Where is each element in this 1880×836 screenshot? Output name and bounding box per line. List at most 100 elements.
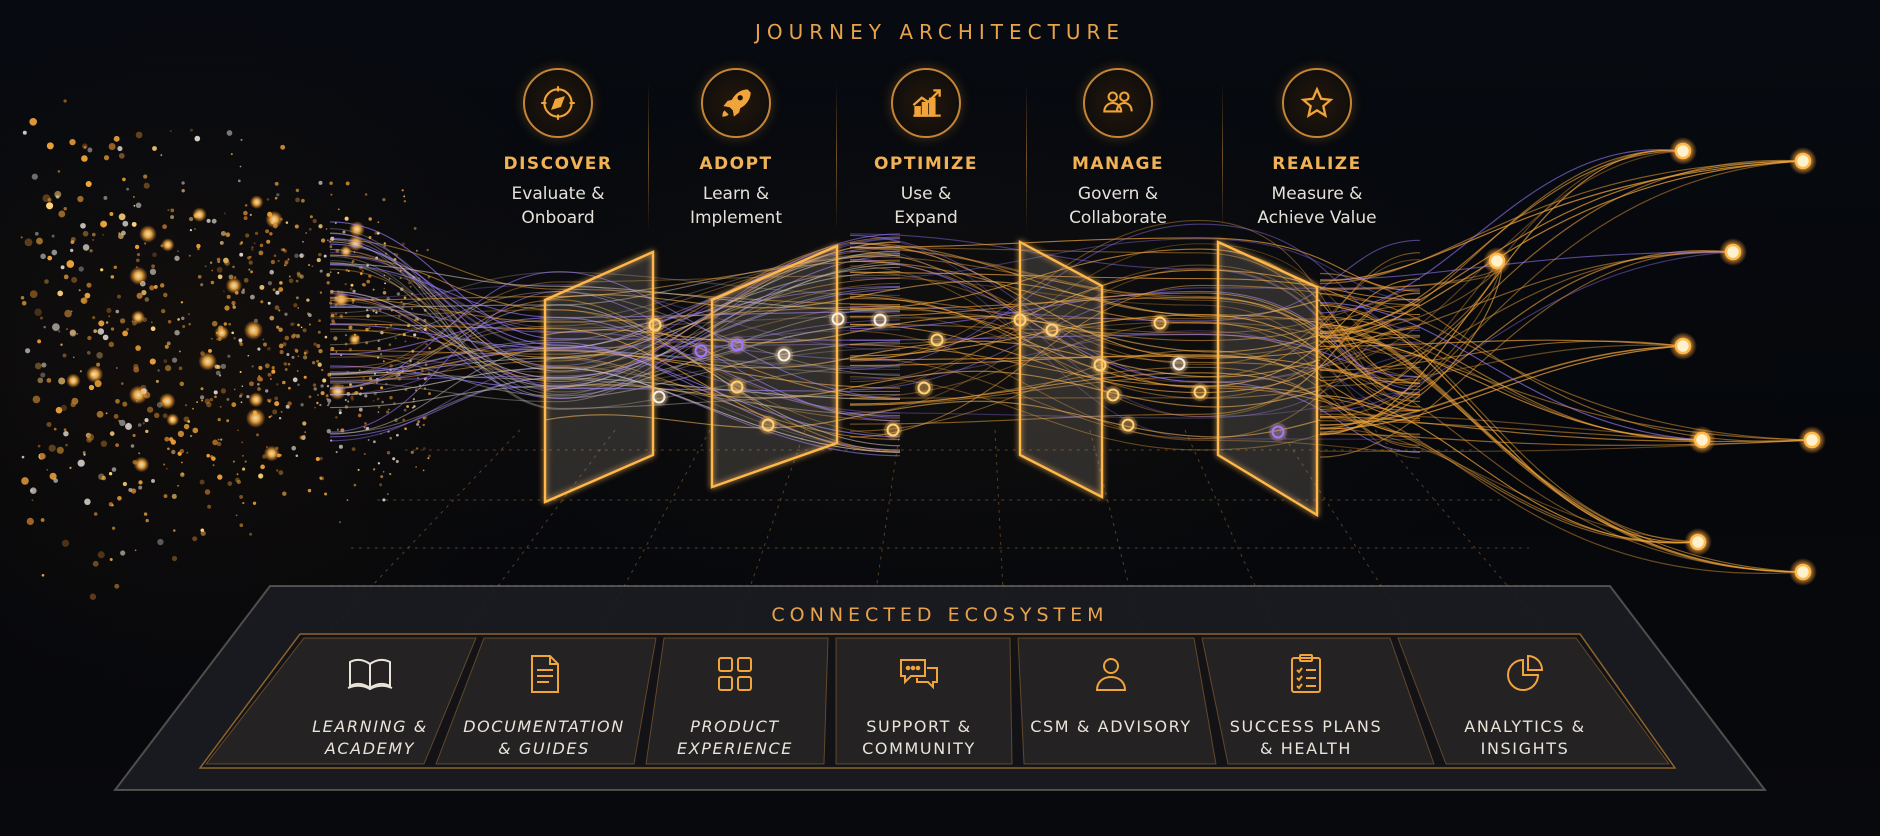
particle: [357, 413, 362, 418]
particle: [269, 315, 275, 321]
particle: [241, 441, 244, 444]
ecosystem-card-success-plans: SUCCESS PLANS & HEALTH: [1200, 636, 1412, 766]
particle: [308, 264, 311, 266]
particle: [117, 294, 121, 299]
particle: [287, 362, 291, 366]
particle: [303, 434, 306, 438]
particle: [60, 404, 68, 412]
particle: [337, 208, 340, 211]
particle: [259, 284, 265, 290]
particle: [319, 478, 322, 480]
stage-discover: DISCOVER Evaluate & Onboard: [463, 68, 653, 230]
particle: [258, 250, 264, 256]
particle: [72, 356, 75, 359]
stage-divider: [648, 82, 649, 232]
particle: [403, 199, 407, 203]
particle: [215, 370, 221, 376]
particle: [327, 404, 329, 407]
card-label: CSM & ADVISORY: [1030, 717, 1192, 736]
glow-particle: [214, 325, 230, 341]
particle: [80, 297, 88, 304]
particle: [325, 394, 329, 398]
particle: [249, 213, 252, 217]
particle: [34, 362, 42, 370]
particle: [397, 373, 401, 377]
stage-name: REALIZE: [1272, 154, 1362, 174]
particle: [194, 135, 201, 142]
particle: [115, 309, 120, 314]
particle: [362, 376, 365, 380]
particle: [319, 456, 323, 461]
particle: [316, 258, 321, 263]
pie-chart-icon: [1507, 654, 1544, 691]
end-node: [1693, 431, 1711, 449]
particle: [177, 318, 180, 321]
particle: [180, 301, 184, 304]
particle: [384, 282, 387, 285]
particle: [312, 218, 317, 224]
particle: [243, 210, 248, 216]
particle: [26, 517, 34, 526]
particle: [409, 285, 412, 288]
particle: [352, 289, 356, 293]
glow-particle: [263, 445, 280, 462]
particle: [301, 198, 305, 203]
particle: [278, 416, 282, 420]
particle: [427, 457, 430, 460]
particle: [96, 410, 104, 418]
particle: [311, 361, 316, 365]
particle: [387, 408, 390, 411]
particle: [377, 411, 380, 413]
particle: [344, 342, 348, 346]
particle: [223, 212, 226, 215]
particle: [377, 221, 380, 224]
particle: [78, 289, 81, 292]
particle: [347, 270, 350, 272]
particle: [103, 195, 108, 200]
particle: [206, 453, 210, 458]
network-node: [1172, 357, 1186, 371]
particle: [267, 301, 271, 305]
particle: [374, 231, 378, 235]
particle: [98, 320, 105, 327]
particle: [315, 456, 320, 462]
particle: [296, 370, 299, 372]
particle: [164, 436, 170, 442]
star-icon: [1282, 68, 1352, 138]
particle: [61, 539, 70, 547]
particle: [177, 250, 180, 253]
particle: [93, 329, 98, 333]
glow-particle: [139, 225, 157, 243]
particle: [248, 268, 251, 271]
particle: [206, 218, 211, 223]
particle: [213, 390, 218, 395]
particle: [131, 221, 137, 227]
particle: [69, 329, 77, 337]
particle: [422, 423, 425, 427]
particle: [132, 433, 136, 438]
particle: [326, 384, 330, 388]
particle: [266, 398, 270, 402]
particle: [43, 325, 46, 329]
particle: [271, 366, 275, 370]
glow-particle: [161, 238, 175, 252]
ecosystem-title: CONNECTED ECOSYSTEM: [771, 604, 1109, 626]
particle: [204, 398, 210, 404]
particle: [288, 275, 291, 278]
particle: [188, 313, 190, 316]
particle: [46, 378, 52, 383]
particle: [118, 233, 124, 240]
particle: [352, 302, 354, 304]
ecosystem-card-support: SUPPORT & COMMUNITY: [830, 636, 1008, 766]
particle: [210, 337, 213, 340]
particle: [284, 312, 288, 316]
particle: [40, 372, 46, 378]
particle: [97, 551, 105, 559]
particle: [256, 376, 263, 382]
particle: [373, 440, 376, 444]
glow-particle: [225, 277, 243, 294]
particle: [319, 291, 322, 294]
particle: [300, 403, 304, 407]
particle: [316, 394, 319, 396]
particle: [84, 498, 91, 506]
